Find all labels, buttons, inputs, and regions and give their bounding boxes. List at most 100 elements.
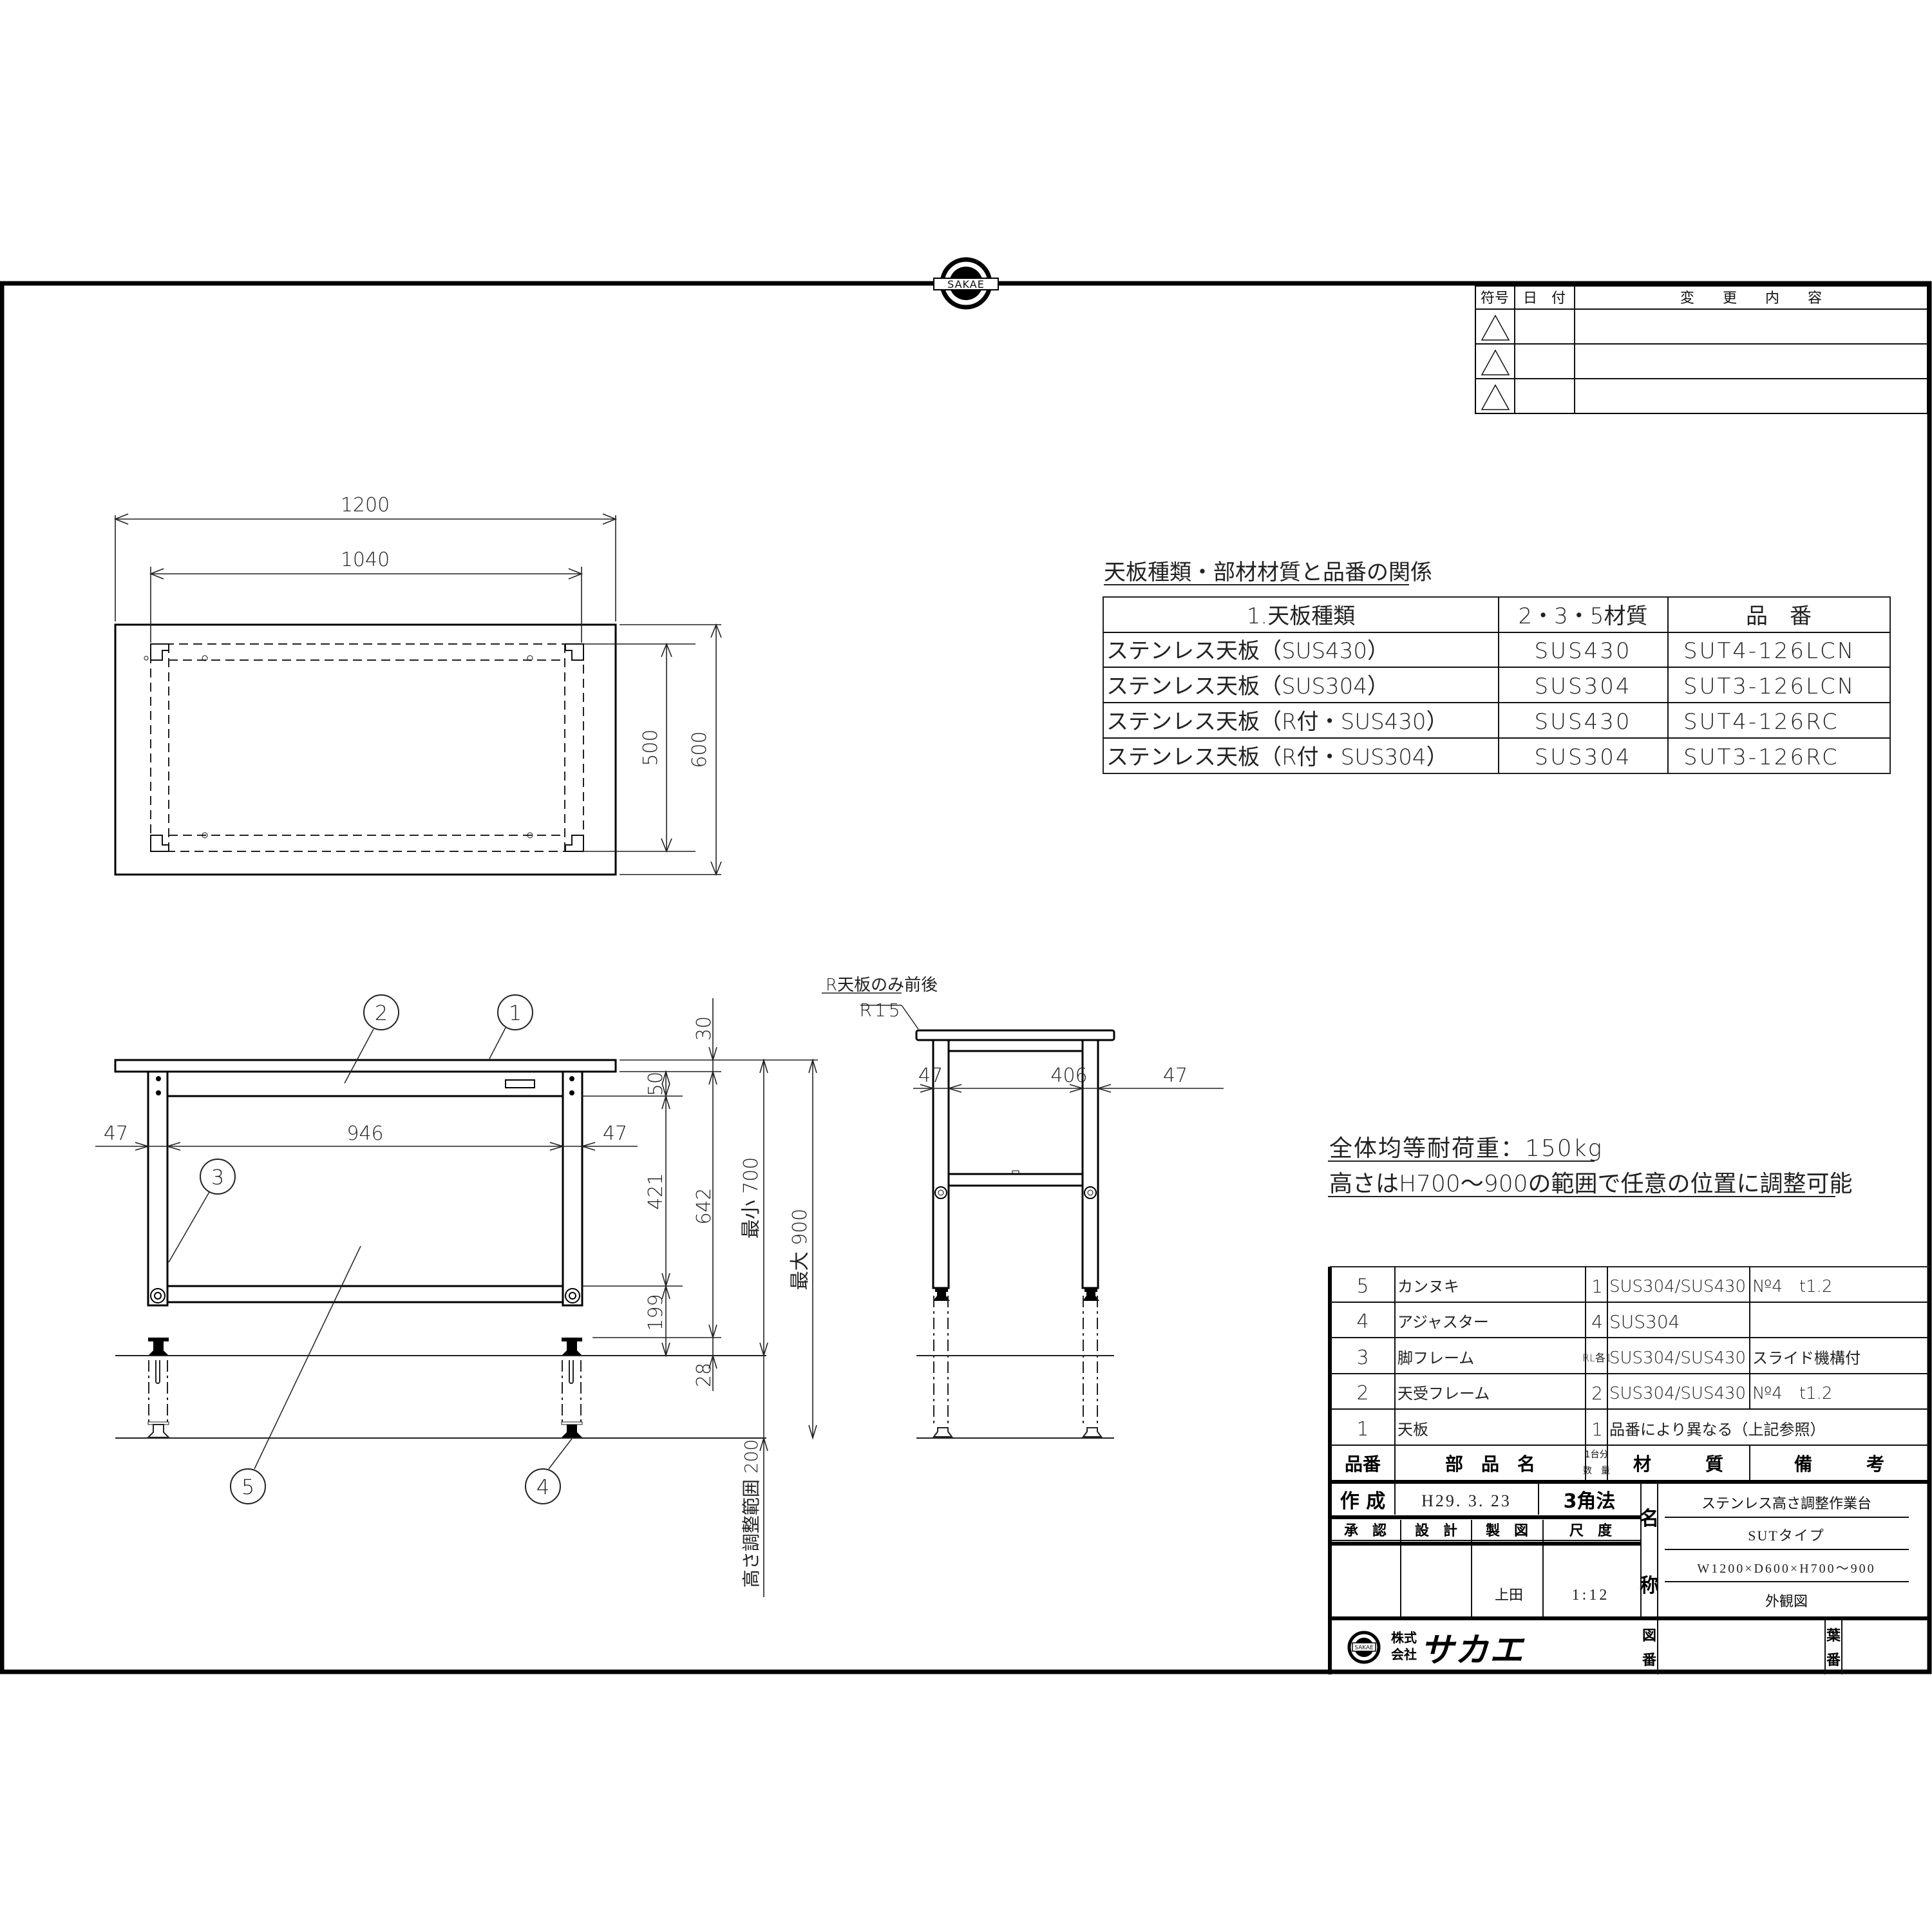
svg-text:4: 4 xyxy=(1356,1311,1368,1333)
created-date: H29. 3. 23 xyxy=(1421,1492,1511,1510)
svg-text:3: 3 xyxy=(1356,1347,1368,1369)
parts-header-no: 品番 xyxy=(1345,1454,1381,1475)
balloon-2: 2 xyxy=(344,994,399,1084)
side-radius: R15 xyxy=(859,999,902,1021)
dim-front-leg-right: 47 xyxy=(603,1122,627,1145)
parts-header-qty-top: 1台分 xyxy=(1585,1450,1609,1460)
dim-frame-width: 1040 xyxy=(341,549,390,571)
material-table-title: 天板種類・部材材質と品番の関係 xyxy=(1104,560,1432,585)
material-row-top: ステンレス天板（R付・SUS430） xyxy=(1106,709,1448,735)
dim-overall-width: 1200 xyxy=(341,494,390,516)
svg-text:2: 2 xyxy=(1356,1382,1368,1405)
company-prefix-1: 株式 xyxy=(1391,1630,1417,1645)
note-height: 高さはH700～900の範囲で任意の位置に調整可能 xyxy=(1329,1171,1853,1197)
dim-lower-gap: 199 xyxy=(645,1294,667,1331)
revision-row xyxy=(1481,384,1510,410)
svg-text:5: 5 xyxy=(242,1475,254,1499)
svg-text:脚フレーム: 脚フレーム xyxy=(1397,1349,1474,1367)
note-load: 全体均等耐荷重：150kg xyxy=(1329,1135,1603,1162)
parts-row: 3 脚フレーム RL各1 SUS304/SUS430 スライド機構付 xyxy=(1356,1347,1861,1369)
sheet-no-label-2: 番 xyxy=(1826,1653,1841,1669)
svg-text:5: 5 xyxy=(1356,1275,1368,1298)
triangle-icon xyxy=(1481,314,1510,341)
material-row: ステンレス天板（R付・SUS430） SUS430 SUT4-126RC xyxy=(1106,709,1839,735)
front-view: 1 2 3 5 4 47 946 47 xyxy=(95,994,818,1597)
dim-adjuster: 28 xyxy=(693,1363,715,1387)
dim-max-height: 最大 900 xyxy=(789,1209,811,1291)
material-row-part-no: SUT4-126LCN xyxy=(1683,638,1855,664)
design-label: 設 計 xyxy=(1415,1522,1457,1539)
product-name-line-2: SUTタイプ xyxy=(1748,1528,1825,1544)
material-row-top: ステンレス天板（SUS304） xyxy=(1106,674,1389,699)
side-note: R天板のみ前後 xyxy=(826,976,938,995)
material-row-part-no: SUT4-126RC xyxy=(1683,709,1839,735)
parts-header-name: 部 品 名 xyxy=(1445,1454,1535,1475)
dim-frame-height: 50 xyxy=(645,1072,667,1096)
material-row: ステンレス天板（SUS304） SUS304 SUT3-126LCN xyxy=(1106,674,1855,699)
material-row-part-no: SUT3-126LCN xyxy=(1683,674,1855,699)
material-header-part-no: 品 番 xyxy=(1746,603,1812,629)
material-row-top: ステンレス天板（R付・SUS304） xyxy=(1106,744,1448,770)
name-label-2: 称 xyxy=(1640,1575,1659,1597)
dim-side-span: 406 xyxy=(1050,1065,1087,1087)
material-row-material: SUS430 xyxy=(1535,638,1632,664)
svg-text:2: 2 xyxy=(375,1001,388,1025)
parts-table: 5 カンヌキ 1 SUS304/SUS430 №4 t1.2 4 アジャスター … xyxy=(1328,1266,1929,1674)
dim-frame-depth: 500 xyxy=(639,729,662,766)
drawing-no-label-2: 番 xyxy=(1642,1653,1657,1669)
scale-label: 尺 度 xyxy=(1569,1522,1613,1539)
svg-text:1: 1 xyxy=(1591,1419,1603,1440)
product-name-line-4: 外観図 xyxy=(1765,1594,1808,1610)
revision-row xyxy=(1481,349,1510,375)
sakae-logo-top: SAKAE xyxy=(933,257,999,310)
svg-text:2: 2 xyxy=(1591,1383,1603,1404)
title-block: 作 成 H29. 3. 23 3角法 承 認 設 計 製 図 尺 度 上田 1:… xyxy=(1330,1482,1929,1674)
name-label-1: 名 xyxy=(1640,1508,1659,1530)
parts-row: 1 天板 1 品番により異なる（上記参照） xyxy=(1356,1418,1825,1441)
dim-min-height: 最小 700 xyxy=(740,1157,762,1239)
svg-text:カンヌキ: カンヌキ xyxy=(1397,1278,1459,1296)
material-row: ステンレス天板（SUS430） SUS430 SUT4-126LCN xyxy=(1106,638,1855,664)
svg-text:SUS304/SUS430: SUS304/SUS430 xyxy=(1609,1349,1746,1368)
drawing-no-label-1: 図 xyxy=(1642,1628,1656,1644)
projection-method: 3角法 xyxy=(1564,1490,1616,1513)
dim-top-thickness: 30 xyxy=(693,1016,715,1041)
svg-text:1: 1 xyxy=(1591,1276,1603,1297)
svg-text:天受フレーム: 天受フレーム xyxy=(1397,1385,1490,1403)
material-row-part-no: SUT3-126RC xyxy=(1683,744,1839,770)
side-view: R天板のみ前後 R15 47 406 47 xyxy=(822,976,1224,1439)
material-row: ステンレス天板（R付・SUS304） SUS304 SUT3-126RC xyxy=(1106,744,1839,770)
notes: 全体均等耐荷重：150kg 高さはH700～900の範囲で任意の位置に調整可能 xyxy=(1328,1135,1853,1197)
material-table: 天板種類・部材材質と品番の関係 1.天板種類 2・3・5材質 品 番 ステンレス… xyxy=(1103,560,1891,774)
material-row-material: SUS304 xyxy=(1535,744,1632,770)
revision-header-content: 変 更 内 容 xyxy=(1680,290,1822,307)
svg-text:4: 4 xyxy=(1591,1311,1603,1332)
revision-header-date: 日 付 xyxy=(1523,290,1566,307)
svg-text:天板: 天板 xyxy=(1397,1421,1428,1439)
revision-row xyxy=(1481,314,1510,341)
dim-side-leg-left: 47 xyxy=(918,1065,943,1087)
material-row-material: SUS430 xyxy=(1535,709,1632,735)
dim-side-leg-right: 47 xyxy=(1163,1065,1188,1087)
scale-value: 1:12 xyxy=(1572,1587,1610,1604)
product-name-line-1: ステンレス高さ調整作業台 xyxy=(1701,1496,1871,1512)
svg-text:№4 t1.2: №4 t1.2 xyxy=(1752,1384,1832,1403)
material-row-top: ステンレス天板（SUS430） xyxy=(1106,638,1389,664)
svg-text:品番により異なる（上記参照）: 品番により異なる（上記参照） xyxy=(1609,1421,1826,1439)
dim-leg-total: 642 xyxy=(693,1188,715,1224)
plan-view: 1200 1040 500 600 xyxy=(113,494,722,876)
balloon-5: 5 xyxy=(230,1245,361,1504)
drafting-label: 製 図 xyxy=(1485,1522,1528,1539)
sakae-logo-company: SAKAE xyxy=(1347,1631,1381,1664)
balloon-4: 4 xyxy=(525,1438,573,1504)
dim-front-span: 946 xyxy=(346,1122,383,1145)
material-header-material: 2・3・5材質 xyxy=(1519,603,1648,629)
svg-text:RL各1: RL各1 xyxy=(1582,1352,1612,1364)
svg-text:SUS304/SUS430: SUS304/SUS430 xyxy=(1609,1384,1746,1403)
approval-label: 承 認 xyxy=(1344,1522,1387,1539)
sheet-no-label-1: 葉 xyxy=(1826,1628,1841,1644)
drafter-name: 上田 xyxy=(1495,1587,1523,1604)
product-name-line-3: W1200×D600×H700～900 xyxy=(1697,1562,1875,1576)
parts-row: 2 天受フレーム 2 SUS304/SUS430 №4 t1.2 xyxy=(1356,1382,1832,1405)
